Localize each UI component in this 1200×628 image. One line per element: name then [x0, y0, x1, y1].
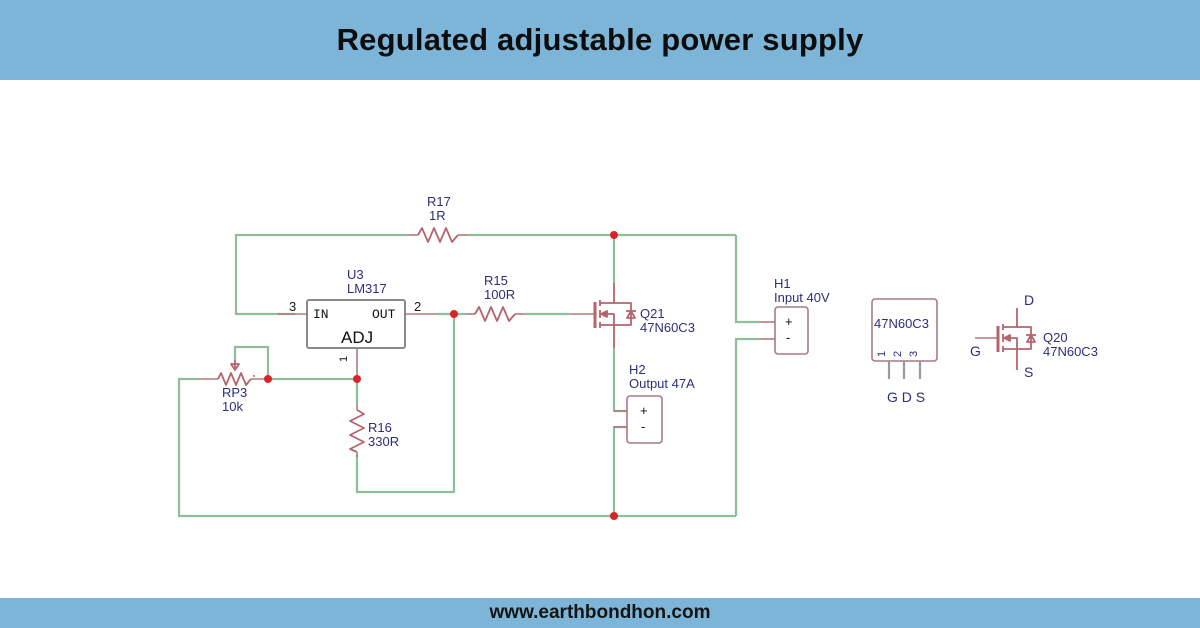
wire-h1-minus	[734, 337, 760, 516]
q20-source-label: S	[1024, 364, 1033, 380]
footer-banner: www.earthbondhon.com	[0, 598, 1200, 628]
junction-node-out	[450, 310, 458, 318]
package-pin2-number: 2	[892, 351, 904, 357]
r15-ref: R15	[484, 273, 508, 288]
q20-drain-label: D	[1024, 292, 1034, 308]
junction-node-bottom	[610, 512, 618, 520]
wire-q21-source	[612, 348, 627, 413]
junction-node-adj	[353, 375, 361, 383]
r17-ref: R17	[427, 194, 451, 209]
mosfet-package-47n60c3[interactable]: 47N60C3 1 2 3 G D S	[871, 298, 938, 405]
r17-value: 1R	[429, 208, 446, 223]
u3-pin3-number: 3	[289, 299, 296, 314]
junction-node-top	[610, 231, 618, 239]
mosfet-q20[interactable]: D G S Q20 47N60C3	[970, 292, 1098, 380]
h1-minus-terminal: -	[786, 330, 790, 345]
h2-plus-terminal: +	[640, 403, 648, 418]
r15-value: 100R	[484, 287, 515, 302]
connector-h1-input[interactable]: + - H1 Input 40V	[760, 276, 830, 355]
h1-ref: H1	[774, 276, 791, 291]
h2-value: Output 47A	[629, 376, 695, 391]
website-link[interactable]: www.earthbondhon.com	[489, 602, 711, 623]
wire-top-left	[234, 233, 408, 316]
u3-value: LM317	[347, 281, 387, 296]
resistor-r17[interactable]: R17 1R	[408, 194, 468, 243]
r16-ref: R16	[368, 420, 392, 435]
r16-value: 330R	[368, 434, 399, 449]
h1-plus-terminal: +	[785, 314, 793, 329]
u3-pin1-number: 1	[338, 356, 350, 362]
q20-gate-label: G	[970, 343, 981, 359]
h2-ref: H2	[629, 362, 646, 377]
wire-h2-minus	[612, 425, 627, 516]
wire-h1-plus	[734, 235, 760, 324]
rp3-ref: RP3	[222, 385, 247, 400]
resistor-r16[interactable]: R16 330R	[349, 403, 399, 457]
title-banner: Regulated adjustable power supply	[0, 0, 1200, 80]
wire-bottom-rail	[177, 377, 736, 518]
package-pin3-number: 3	[908, 351, 920, 357]
u3-in-label: IN	[313, 307, 329, 322]
q21-ref: Q21	[640, 306, 665, 321]
h1-value: Input 40V	[774, 290, 830, 305]
wire-out-loop	[355, 314, 456, 494]
u3-pin2-number: 2	[414, 299, 421, 314]
mosfet-q21[interactable]: Q21 47N60C3	[570, 283, 695, 348]
u3-ref: U3	[347, 267, 364, 282]
h2-minus-terminal: -	[641, 419, 645, 434]
q20-value: 47N60C3	[1043, 344, 1098, 359]
package-part-label: 47N60C3	[874, 316, 929, 331]
u3-out-label: OUT	[372, 307, 396, 322]
package-pinout-label: G D S	[887, 389, 925, 405]
u3-body	[306, 299, 406, 349]
u3-adj-label: ADJ	[341, 328, 373, 347]
resistor-r15[interactable]: R15 100R	[466, 273, 525, 322]
junction-node-rp3	[264, 375, 272, 383]
wire-rp3-wiper	[233, 345, 270, 379]
q21-value: 47N60C3	[640, 320, 695, 335]
rp3-value: 10k	[222, 399, 243, 414]
q20-ref: Q20	[1043, 330, 1068, 345]
package-pin1-number: 1	[876, 351, 888, 357]
potentiometer-rp3[interactable]: RP3 10k	[200, 360, 268, 414]
page-title: Regulated adjustable power supply	[336, 22, 864, 57]
connector-h2-output[interactable]: + - H2 Output 47A	[614, 362, 695, 444]
regulator-u3[interactable]: IN OUT ADJ 3 2 1 U3 LM317	[278, 267, 435, 379]
